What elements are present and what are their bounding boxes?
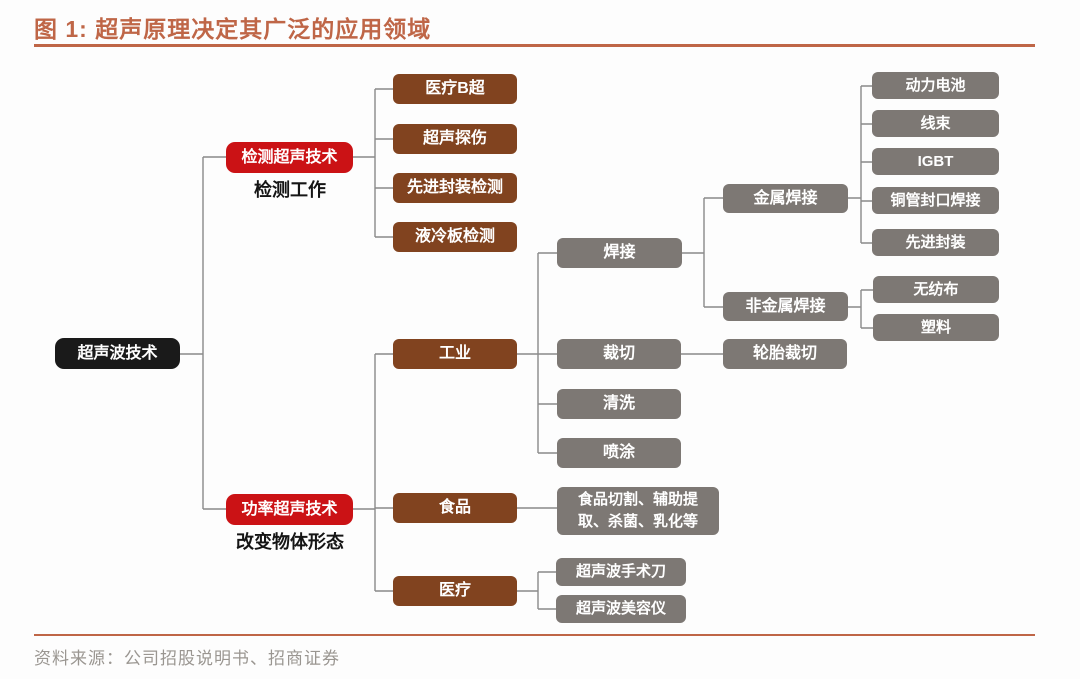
source-text: 资料来源：公司招股说明书、招商证券: [34, 649, 340, 668]
source-rule: [34, 634, 1035, 636]
node-cold-plate-testing: 液冷板检测: [393, 222, 517, 252]
node-food-applications: 食品切割、辅助提取、杀菌、乳化等: [557, 487, 719, 535]
node-medical: 医疗: [393, 576, 517, 606]
node-ultrasonic-technology: 超声波技术: [55, 338, 180, 369]
node-nonwoven-fabric: 无纺布: [873, 276, 999, 303]
node-detection-ultrasonic-tech: 检测超声技术: [226, 142, 353, 173]
node-food: 食品: [393, 493, 517, 523]
node-nonmetal-welding: 非金属焊接: [723, 292, 848, 321]
node-copper-tube-seal-welding: 铜管封口焊接: [872, 187, 999, 214]
node-power-ultrasonic-tech: 功率超声技术: [226, 494, 353, 525]
node-cleaning: 清洗: [557, 389, 681, 419]
node-ultrasonic-scalpel: 超声波手术刀: [556, 558, 686, 586]
node-medical-b-ultrasound: 医疗B超: [393, 74, 517, 104]
node-welding: 焊接: [557, 238, 682, 268]
title-rule: [34, 44, 1035, 47]
node-tire-cutting: 轮胎裁切: [723, 339, 847, 369]
node-industry: 工业: [393, 339, 517, 369]
node-advanced-packaging-testing: 先进封装检测: [393, 173, 517, 203]
node-wire-harness: 线束: [872, 110, 999, 137]
tree-connectors: [180, 85, 873, 610]
node-power-battery: 动力电池: [872, 72, 999, 99]
node-advanced-packaging: 先进封装: [872, 229, 999, 256]
node-ultrasonic-beauty-device: 超声波美容仪: [556, 595, 686, 623]
node-spraying: 喷涂: [557, 438, 681, 468]
note-change-object-form: 改变物体形态: [236, 532, 344, 552]
node-ultrasonic-flaw-detection: 超声探伤: [393, 124, 517, 154]
node-igbt: IGBT: [872, 148, 999, 175]
node-cutting: 裁切: [557, 339, 681, 369]
figure-title: 图 1: 超声原理决定其广泛的应用领域: [34, 16, 432, 42]
node-metal-welding: 金属焊接: [723, 184, 848, 213]
note-detection-work: 检测工作: [254, 180, 326, 200]
node-plastic: 塑料: [873, 314, 999, 341]
